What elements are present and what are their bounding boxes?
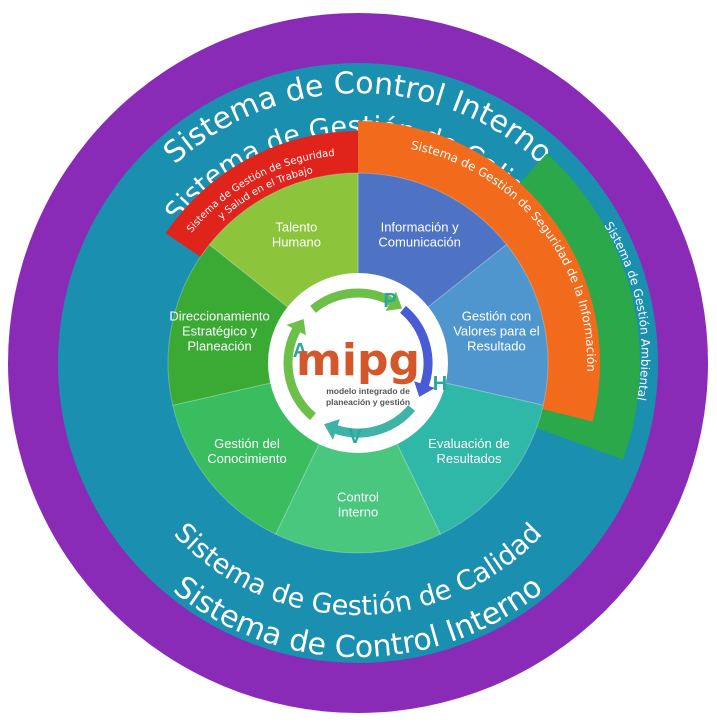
segment-label-6-line1: Direccionamiento: [169, 308, 269, 323]
pdca-arrow-do-head: [414, 381, 436, 397]
band-seguridad-informacion: [358, 121, 600, 422]
pdca-letter-p: P: [383, 290, 396, 312]
center-circle: [268, 273, 448, 453]
segment-label-7-line2: Humano: [272, 235, 321, 250]
segment-label-6-line2: Estratégico y: [182, 323, 258, 338]
pdca-arrow-check-head: [324, 419, 340, 441]
band-sst: [165, 131, 358, 257]
segment-label-5-line2: Conocimiento: [207, 451, 287, 466]
segment-label-3-line2: Resultados: [436, 451, 502, 466]
mipg-logo: mipg: [296, 335, 420, 386]
segment-label-2-line3: Resultado: [467, 338, 526, 353]
segment-label-7-line1: Talento: [275, 220, 317, 235]
pdca-arrow-plan-head: [385, 291, 403, 311]
segment-label-2-line2: Valores para el: [453, 323, 540, 338]
segment-label-4-line2: Interno: [338, 505, 378, 520]
segment-label-4-line1: Control: [337, 490, 379, 505]
pdca-letter-v: V: [348, 426, 362, 448]
pdca-arrow-act-head: [286, 318, 306, 336]
pdca-cycle: [283, 288, 436, 441]
mipg-subtitle-line2: planeación y gestión: [326, 397, 410, 407]
segment-label-5-line1: Gestión del: [214, 436, 280, 451]
pdca-arrow-do: [400, 305, 433, 389]
mipg-subtitle-line1: modelo integrado de: [326, 386, 410, 396]
segment-label-2-line1: Gestión con: [462, 308, 531, 323]
segment-label-1-line2: Comunicación: [378, 235, 460, 250]
pdca-arrow-act: [283, 325, 316, 421]
pdca-letter-h: H: [433, 373, 447, 395]
segment-label-1-line1: Información y: [381, 220, 460, 235]
pdca-arrow-check: [332, 405, 416, 438]
segment-label-6-line3: Planeación: [187, 338, 251, 353]
pdca-arrow-plan: [310, 288, 396, 313]
segment-label-3-line1: Evaluación de: [428, 436, 510, 451]
pdca-letter-a: A: [293, 340, 307, 362]
